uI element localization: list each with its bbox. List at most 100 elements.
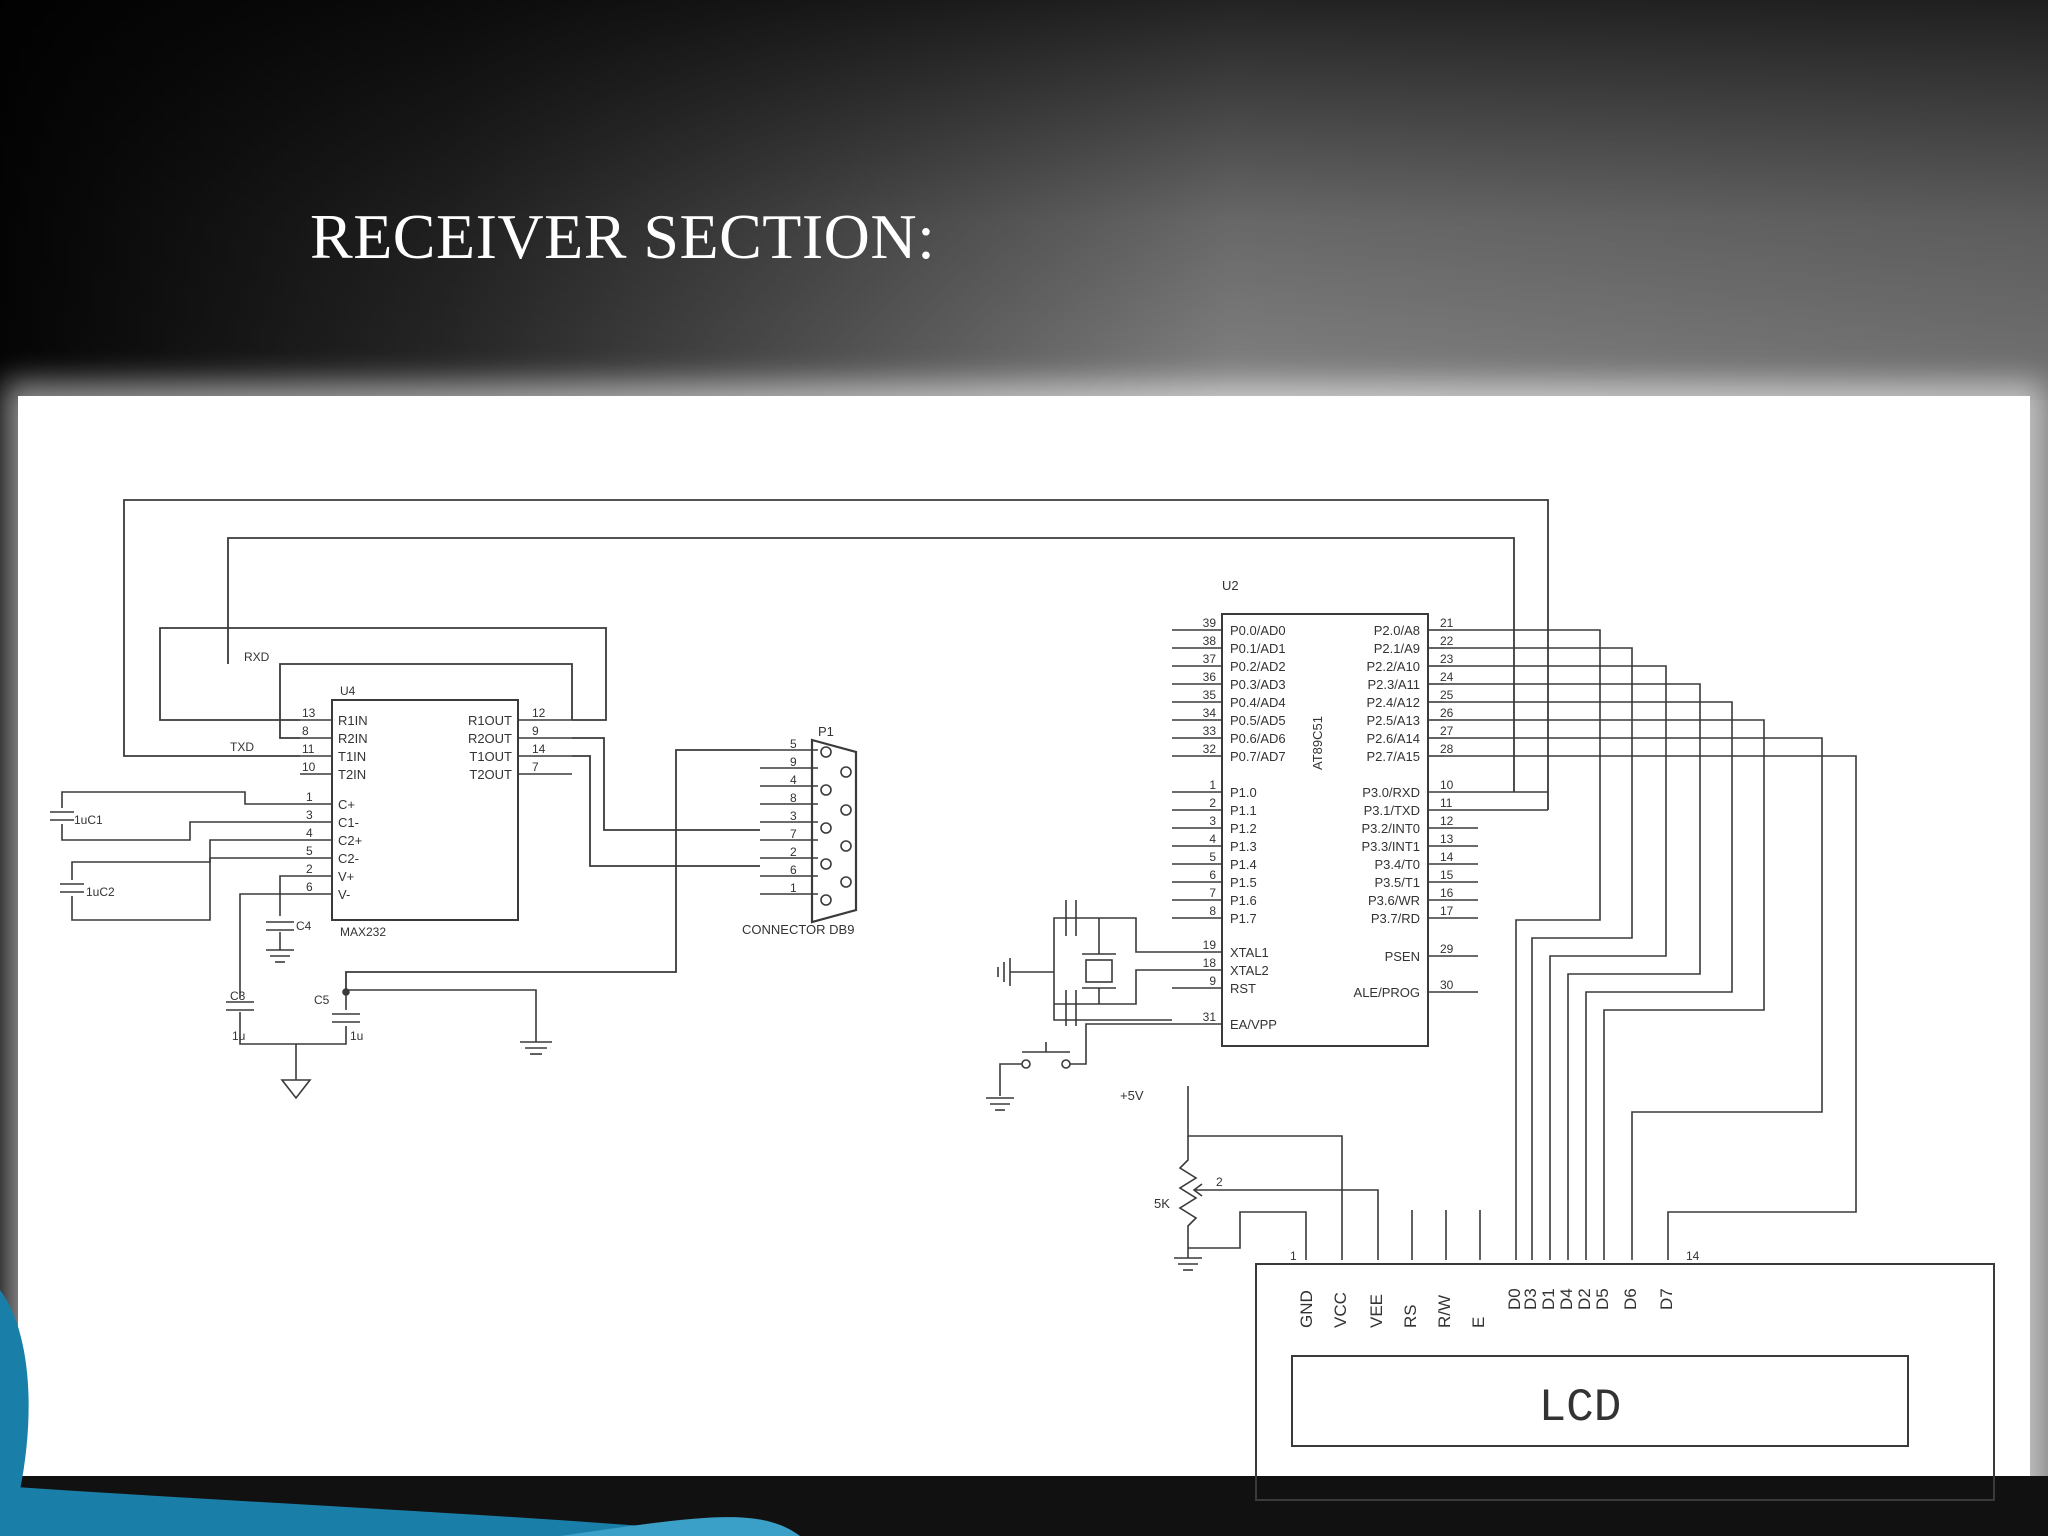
max232-pin-num: 7 (532, 760, 539, 774)
max232-pin-num: 13 (302, 706, 316, 720)
mcu-pin-num: 34 (1203, 706, 1217, 720)
cap-c5-value: 1u (350, 1029, 363, 1043)
bottom-wave-decoration (0, 1476, 2048, 1536)
mcu-pin-name: RST (1230, 981, 1256, 996)
mcu-pin-name: P1.6 (1230, 893, 1257, 908)
mcu-pin-name: P2.4/A12 (1367, 695, 1421, 710)
mcu-pin-num: 19 (1203, 938, 1217, 952)
max232-pin-num: 8 (302, 724, 309, 738)
max232-chip: U4 MAX232 13 8 11 10 1 3 4 5 2 6 R1IN R2… (230, 650, 572, 939)
max232-pin-name: C1- (338, 815, 359, 830)
max232-pin-num: 5 (306, 844, 313, 858)
mcu-pin-name: EA/VPP (1230, 1017, 1277, 1032)
mcu-pin-name: P1.7 (1230, 911, 1257, 926)
mcu-pin-num: 5 (1209, 850, 1216, 864)
mcu-pin-num: 18 (1203, 956, 1217, 970)
mcu-pin-name: P2.3/A11 (1367, 677, 1420, 692)
mcu-pin-name: P0.6/AD6 (1230, 731, 1286, 746)
mcu-pin-num: 26 (1440, 706, 1454, 720)
db9-label: CONNECTOR DB9 (742, 922, 854, 937)
lcd-label: LCD (1539, 1382, 1622, 1434)
max232-pin-num: 4 (306, 826, 313, 840)
lcd-pin-gnd: GND (1297, 1290, 1316, 1328)
slide-title: RECEIVER SECTION: (310, 201, 936, 272)
mcu-pin-num: 8 (1209, 904, 1216, 918)
lcd-pin-rs: RS (1401, 1304, 1420, 1328)
mcu-pin-name: P2.1/A9 (1374, 641, 1420, 656)
mcu-pin-num: 23 (1440, 652, 1454, 666)
max232-pin-name: R2IN (338, 731, 368, 746)
lcd-data-bus (1444, 629, 1857, 1260)
max232-pin-name: T1IN (338, 749, 366, 764)
mcu-pin-name: P0.0/AD0 (1230, 623, 1286, 638)
mcu-pin-name: P0.1/AD1 (1230, 641, 1286, 656)
mcu-pin-num: 6 (1209, 868, 1216, 882)
mcu-pin-name: P3.1/TXD (1364, 803, 1420, 818)
mcu-pin-num: 11 (1440, 796, 1453, 810)
mcu-pin-name: ALE/PROG (1354, 985, 1420, 1000)
max232-pin-num: 9 (532, 724, 539, 738)
lcd-last-pin: 14 (1686, 1249, 1700, 1263)
mcu-pin-num: 39 (1203, 616, 1217, 630)
cap-c5-label: C5 (314, 993, 330, 1007)
max232-pin-num: 10 (302, 760, 316, 774)
lcd-pin-d6: D6 (1621, 1288, 1640, 1310)
net-label-txd: TXD (230, 740, 254, 754)
schematic-panel (18, 396, 2030, 1528)
db9-pin-num: 2 (790, 845, 797, 859)
mcu-pin-num: 13 (1440, 832, 1454, 846)
lcd-pin-d4: D4 (1557, 1288, 1576, 1310)
lcd-pin-rw: R/W (1435, 1295, 1454, 1328)
mcu-pin-num: 35 (1203, 688, 1217, 702)
mcu-pin-name: XTAL1 (1230, 945, 1269, 960)
mcu-pin-name: P0.2/AD2 (1230, 659, 1286, 674)
mcu-pin-name: P0.3/AD3 (1230, 677, 1286, 692)
mcu-pin-num: 3 (1209, 814, 1216, 828)
db9-pin-num: 7 (790, 827, 797, 841)
db9-pin-num: 4 (790, 773, 797, 787)
mcu-pin-name: P3.4/T0 (1374, 857, 1420, 872)
mcu-pin-num: 24 (1440, 670, 1454, 684)
mcu-pin-num: 22 (1440, 634, 1454, 648)
title-background (0, 0, 2048, 400)
mcu-pin-name: P1.1 (1230, 803, 1257, 818)
max232-pin-num: 3 (306, 808, 313, 822)
db9-pin-num: 9 (790, 755, 797, 769)
mcu-pin-name: P3.0/RXD (1362, 785, 1420, 800)
mcu-pin-num: 38 (1203, 634, 1217, 648)
lcd-pin-d0: D0 (1505, 1288, 1524, 1310)
lcd-pin-vee: VEE (1367, 1294, 1386, 1328)
lcd-first-pin: 1 (1290, 1249, 1297, 1263)
max232-pin-name: T2OUT (469, 767, 512, 782)
mcu-pin-name: P1.5 (1230, 875, 1257, 890)
max232-pin-num: 14 (532, 742, 546, 756)
mcu-pin-name: P2.6/A14 (1367, 731, 1421, 746)
max232-pin-name: R1OUT (468, 713, 512, 728)
max232-ref: U4 (340, 684, 356, 698)
cap-c1-label: 1uC1 (74, 813, 103, 827)
mcu-pin-name: P1.4 (1230, 857, 1257, 872)
mcu-pin-name: P2.7/A15 (1367, 749, 1421, 764)
max232-pin-name: R2OUT (468, 731, 512, 746)
max232-pin-name: R1IN (338, 713, 368, 728)
max232-pin-name: C2+ (338, 833, 362, 848)
max232-pin-num: 6 (306, 880, 313, 894)
mcu-pin-num: 12 (1440, 814, 1454, 828)
mcu-pin-name: P0.4/AD4 (1230, 695, 1286, 710)
mcu-pin-num: 9 (1209, 974, 1216, 988)
max232-pin-name: V- (338, 887, 350, 902)
max232-pin-num: 12 (532, 706, 546, 720)
max232-part: MAX232 (340, 925, 386, 939)
mcu-pin-num: 14 (1440, 850, 1454, 864)
lcd-pin-d3: D3 (1521, 1288, 1540, 1310)
lcd-pin-d2: D2 (1575, 1288, 1594, 1310)
max232-pin-name: T2IN (338, 767, 366, 782)
pot-pin-label: 2 (1216, 1175, 1223, 1189)
mcu-pin-num: 29 (1440, 942, 1454, 956)
mcu-pin-name: P2.5/A13 (1367, 713, 1421, 728)
lcd-pin-e: E (1469, 1317, 1488, 1328)
mcu-pin-num: 28 (1440, 742, 1454, 756)
lcd-pin-vcc: VCC (1331, 1292, 1350, 1328)
max232-capacitors: 1uC1 1uC2 C4 C3 1u C5 1u (50, 791, 552, 1100)
